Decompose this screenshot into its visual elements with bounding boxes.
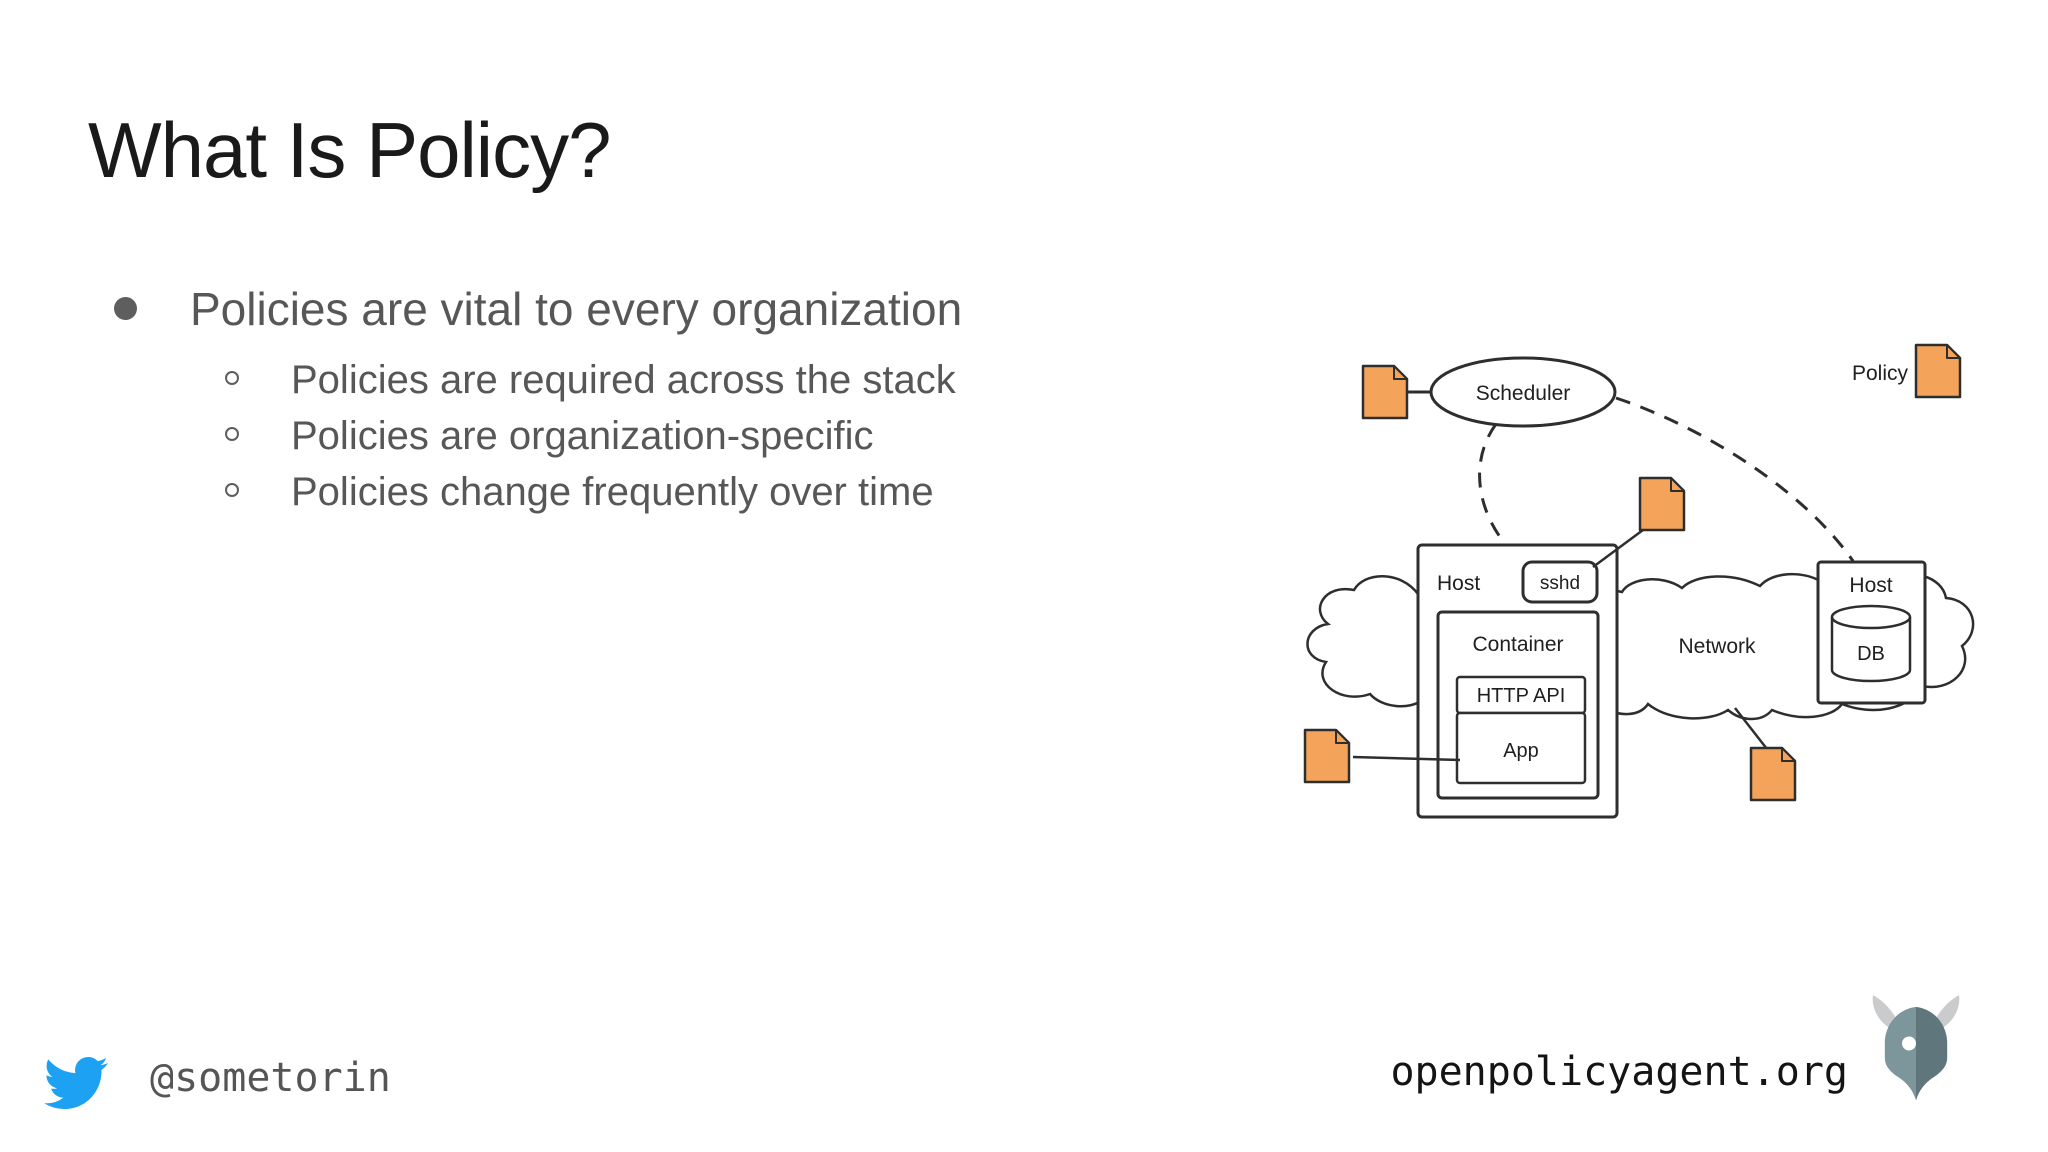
website-url: openpolicyagent.org: [1390, 1049, 1848, 1095]
scheduler-to-left-host-link: [1478, 423, 1508, 546]
opa-helmet-eye: [1902, 1036, 1916, 1051]
bullet-circle-icon: [225, 371, 239, 385]
bullet-dot-icon: [114, 297, 137, 320]
bullet-main-text: Policies are vital to every organization: [190, 283, 963, 335]
left-host-label: Host: [1437, 572, 1480, 595]
app-box: [1455, 711, 1587, 785]
opa-helmet-right-half: [1916, 1006, 1948, 1101]
policy-label: Policy: [1852, 362, 1909, 385]
scheduler-node: [1429, 356, 1617, 428]
policy-document-icon: [1361, 364, 1409, 420]
policy-document-icon: [1303, 728, 1351, 784]
page-title: What Is Policy?: [88, 106, 612, 194]
db-label: DB: [1857, 643, 1885, 665]
bullet-circle-icon: [225, 483, 239, 497]
opa-helmet-left-half: [1884, 1006, 1916, 1101]
sshd-label: sshd: [1540, 573, 1580, 594]
doc-to-app-line: [1352, 755, 1461, 762]
sshd-box: [1521, 560, 1599, 604]
bullet-item-sub-1: Policies are required across the stack: [225, 357, 956, 403]
policy-document-icon: [1749, 746, 1797, 802]
scheduler-label: Scheduler: [1476, 382, 1571, 405]
bullet-sub-text-2: Policies are organization-specific: [291, 414, 874, 458]
db-cylinder-top: [1830, 616, 1912, 630]
cloud-to-doc-line: [1734, 707, 1768, 750]
http-api-label: HTTP API: [1477, 685, 1566, 707]
architecture-diagram: Scheduler Policy Host sshd Container HTT…: [1303, 343, 1975, 819]
policy-document-icon: [1914, 343, 1962, 399]
twitter-handle: @sometorin: [150, 1055, 391, 1101]
right-host-label: Host: [1849, 574, 1892, 597]
bullet-item-sub-2: Policies are organization-specific: [225, 413, 874, 459]
bullet-item-sub-3: Policies change frequently over time: [225, 469, 934, 515]
network-label: Network: [1678, 635, 1756, 658]
opa-helmet-logo: [1872, 995, 1960, 1101]
bullet-circle-icon: [225, 427, 239, 441]
doc-to-sshd-line: [1592, 528, 1644, 569]
twitter-bird-icon: [44, 1056, 108, 1110]
bullet-sub-text-3: Policies change frequently over time: [291, 470, 934, 514]
db-cylinder: [1830, 604, 1912, 683]
policy-document-icon: [1638, 476, 1686, 532]
bullet-sub-text-1: Policies are required across the stack: [291, 358, 956, 402]
app-label: App: [1503, 740, 1539, 762]
bullet-item-main: Policies are vital to every organization: [114, 283, 962, 336]
container-label: Container: [1472, 633, 1563, 656]
scheduler-to-right-host-link: [1615, 396, 1855, 562]
